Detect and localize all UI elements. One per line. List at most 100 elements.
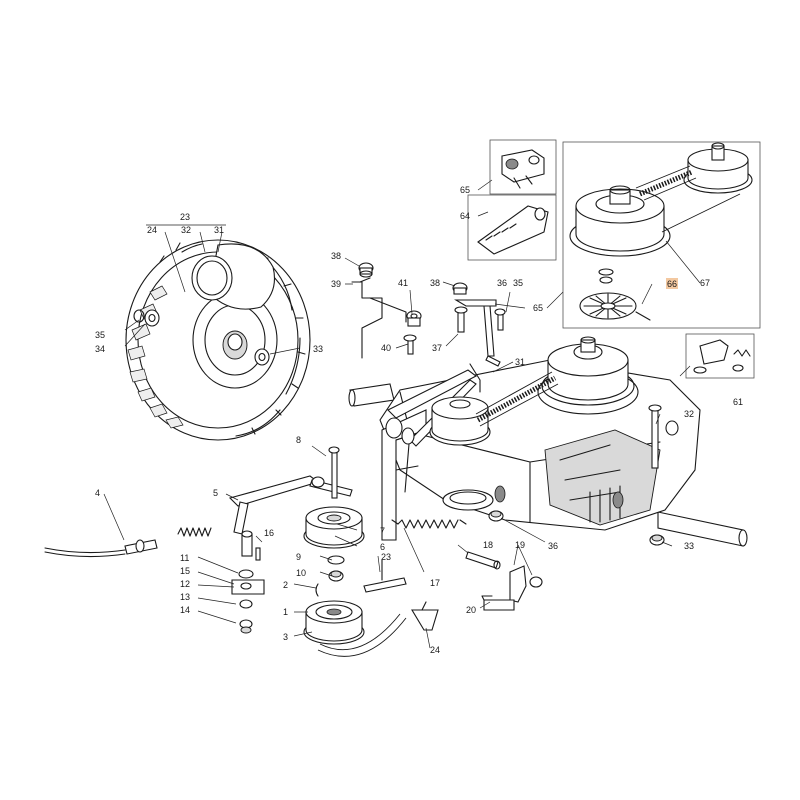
bolt-37 bbox=[454, 306, 468, 333]
nut-38-left bbox=[358, 262, 374, 278]
callout-52: 24 bbox=[147, 225, 157, 235]
callout-4: 4 bbox=[95, 488, 100, 498]
inset-box-65-67 bbox=[562, 141, 761, 329]
pulley-top bbox=[683, 142, 753, 194]
inset-box-64 bbox=[489, 139, 557, 195]
callout-3: 3 bbox=[283, 632, 288, 642]
callout-38-left: 38 bbox=[331, 251, 341, 261]
bracket-20 bbox=[481, 595, 515, 611]
callout-7: 7 bbox=[380, 526, 385, 536]
washer-56 bbox=[144, 309, 160, 327]
callout-32: 32 bbox=[684, 409, 694, 419]
inset-box-61 bbox=[685, 333, 755, 379]
engine-pulley-1 bbox=[303, 600, 365, 645]
callout-2: 2 bbox=[283, 580, 288, 590]
circlip-57 bbox=[133, 309, 145, 323]
spring-17 bbox=[391, 519, 467, 529]
bolt-35 bbox=[494, 308, 506, 331]
washer-11 bbox=[238, 569, 254, 579]
transaxle-assembly bbox=[348, 336, 748, 547]
callout-41: 41 bbox=[398, 278, 408, 288]
drive-belt-3 bbox=[317, 613, 407, 657]
transaxle-pulley-large bbox=[537, 336, 639, 415]
wheel-rim bbox=[192, 291, 278, 389]
idler-pulley-7 bbox=[303, 506, 365, 549]
callout-36: 36 bbox=[548, 541, 558, 551]
callout-1: 1 bbox=[283, 607, 288, 617]
callout-64: 65 bbox=[460, 185, 470, 195]
bracket-39 bbox=[351, 277, 407, 359]
callout-12: 12 bbox=[180, 579, 190, 589]
bracket-23 bbox=[363, 559, 407, 593]
pivot-16 bbox=[241, 530, 261, 561]
axle-shaft bbox=[348, 383, 748, 547]
callout-54: 32 bbox=[181, 225, 191, 235]
callout-6: 6 bbox=[380, 542, 385, 552]
callout-31: 31 bbox=[515, 357, 525, 367]
transaxle-drive-belt bbox=[476, 375, 557, 423]
callout-18: 18 bbox=[483, 540, 493, 550]
callout-55: 33 bbox=[313, 344, 323, 354]
nut-14 bbox=[239, 619, 253, 634]
callout-63: 64 bbox=[460, 211, 470, 221]
link-31 bbox=[469, 363, 481, 393]
callout-8: 8 bbox=[296, 435, 301, 445]
callout-15: 15 bbox=[180, 566, 190, 576]
nut-10 bbox=[328, 570, 344, 582]
callout-56: 34 bbox=[95, 344, 105, 354]
callout-61: 61 bbox=[733, 397, 743, 407]
plate-15-12 bbox=[231, 579, 265, 595]
callout-24: 24 bbox=[430, 645, 440, 655]
callout-23: 23 bbox=[381, 552, 391, 562]
callout-13: 13 bbox=[180, 592, 190, 602]
pulley-large bbox=[569, 185, 671, 257]
bolt-32 bbox=[648, 404, 662, 469]
callout-labels: 23 24 32 31 35 34 33 38 39 41 40 38 36 3… bbox=[95, 185, 743, 655]
callout-53: 31 bbox=[214, 225, 224, 235]
washer-55 bbox=[254, 348, 270, 366]
bolt-8 bbox=[328, 446, 340, 499]
callout-20: 20 bbox=[466, 605, 476, 615]
callout-65: 65 bbox=[533, 303, 543, 313]
bracket-19 bbox=[509, 565, 543, 603]
callout-33: 33 bbox=[684, 541, 694, 551]
belt-guide-24 bbox=[411, 601, 439, 631]
washer-stack bbox=[598, 268, 614, 284]
transaxle-pulley-small bbox=[429, 396, 491, 446]
callout-51: 23 bbox=[180, 212, 190, 222]
bracket-34 bbox=[454, 299, 501, 367]
highlight-66 bbox=[666, 278, 678, 289]
callout-40: 40 bbox=[381, 343, 391, 353]
bolt-40 bbox=[403, 334, 417, 355]
fan-66 bbox=[579, 292, 651, 321]
callout-67: 67 bbox=[700, 278, 710, 288]
callout-37: 37 bbox=[432, 343, 442, 353]
nut-36 bbox=[488, 510, 504, 522]
callout-14: 14 bbox=[180, 605, 190, 615]
callout-38-right: 38 bbox=[430, 278, 440, 288]
pin-2 bbox=[315, 583, 319, 597]
callout-66: 66 bbox=[667, 279, 677, 289]
nut-33 bbox=[649, 534, 665, 546]
spring-left bbox=[177, 527, 212, 537]
callout-17: 17 bbox=[430, 578, 440, 588]
washer-13 bbox=[239, 599, 253, 609]
inset-box-63 bbox=[467, 194, 557, 261]
nut-38-right bbox=[452, 282, 468, 295]
spacer-9 bbox=[327, 555, 345, 565]
callout-11: 11 bbox=[180, 553, 189, 563]
clutch-lever-5 bbox=[228, 475, 353, 535]
callout-34: 36 bbox=[497, 278, 507, 288]
callout-39: 39 bbox=[331, 279, 341, 289]
callout-5: 5 bbox=[213, 488, 218, 498]
leader-lines bbox=[103, 179, 701, 649]
hub-cap bbox=[191, 243, 276, 310]
rod-18 bbox=[465, 551, 501, 570]
callout-35: 35 bbox=[513, 278, 523, 288]
belt-67 bbox=[635, 165, 741, 233]
callout-16: 16 bbox=[264, 528, 274, 538]
washer-41 bbox=[406, 310, 422, 327]
control-cable-4 bbox=[44, 539, 158, 558]
callout-10: 10 bbox=[296, 568, 306, 578]
